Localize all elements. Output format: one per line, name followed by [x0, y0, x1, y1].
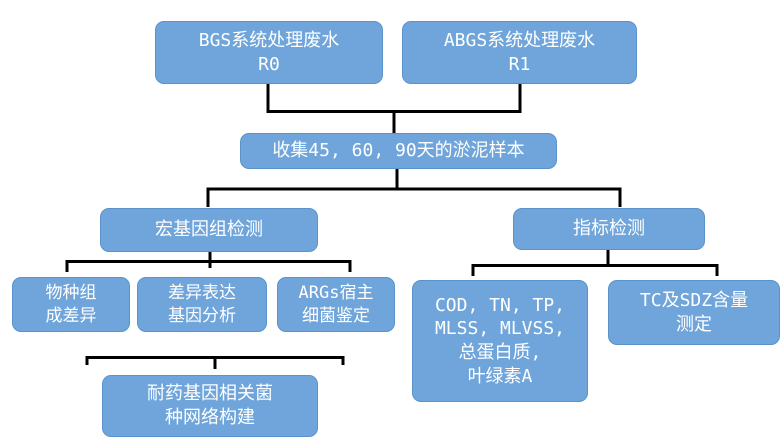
node-bgs-r0: BGS系统处理废水 R0 — [155, 21, 383, 84]
connector-indicator-bracket — [471, 250, 719, 276]
connector-top-merge — [266, 84, 522, 133]
connector-network-bracket — [85, 356, 345, 369]
node-differential-expression: 差异表达 基因分析 — [137, 277, 267, 332]
node-args-host-bacteria: ARGs宿主 细菌鉴定 — [277, 277, 395, 332]
node-indicator-detection: 指标检测 — [513, 208, 705, 250]
connector-metagenome-bracket — [65, 252, 352, 272]
node-metagenome-detection: 宏基因组检测 — [100, 208, 318, 252]
node-abgs-r1: ABGS系统处理废水 R1 — [402, 21, 637, 84]
node-water-quality-params: COD, TN, TP, MLSS, MLVSS, 总蛋白质, 叶绿素A — [412, 280, 588, 402]
node-collect-sludge-samples: 收集45, 60, 90天的淤泥样本 — [240, 133, 557, 169]
node-species-composition: 物种组 成差异 — [12, 277, 130, 332]
connector-collect-split — [206, 169, 622, 207]
node-resistance-gene-network: 耐药基因相关菌 种网络构建 — [102, 375, 318, 437]
node-tc-sdz-measurement: TC及SDZ含量 测定 — [608, 280, 780, 345]
